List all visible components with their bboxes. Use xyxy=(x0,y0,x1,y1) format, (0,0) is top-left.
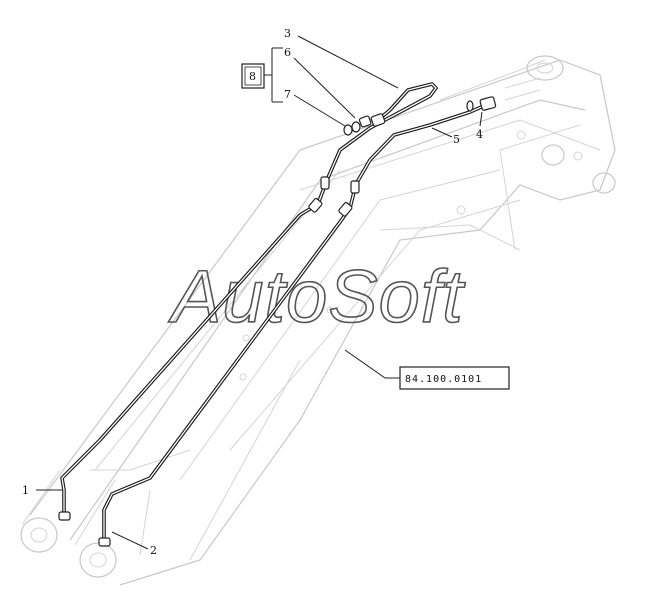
callout-6: 6 xyxy=(284,46,291,59)
reference-code: 84.100.0101 xyxy=(405,374,482,385)
callout-8: 8 xyxy=(249,70,256,83)
callout-8-box: 8 xyxy=(241,63,265,89)
callout-5: 5 xyxy=(453,133,460,146)
boom-outline xyxy=(29,59,616,586)
lower-pivot-outline xyxy=(20,306,334,578)
reference-box: 84.100.0101 xyxy=(399,366,510,390)
callout-4: 4 xyxy=(476,128,483,141)
callout-7: 7 xyxy=(284,88,291,101)
watermark: AutoSoft xyxy=(168,255,466,338)
callout-3: 3 xyxy=(284,27,291,40)
pipe-2 xyxy=(102,102,490,545)
leader-lines xyxy=(36,35,483,550)
cylinder-outline xyxy=(456,55,616,215)
fittings xyxy=(58,96,497,547)
pipe-1 xyxy=(60,82,438,520)
callout-1: 1 xyxy=(22,484,29,497)
callout-2: 2 xyxy=(150,544,157,557)
